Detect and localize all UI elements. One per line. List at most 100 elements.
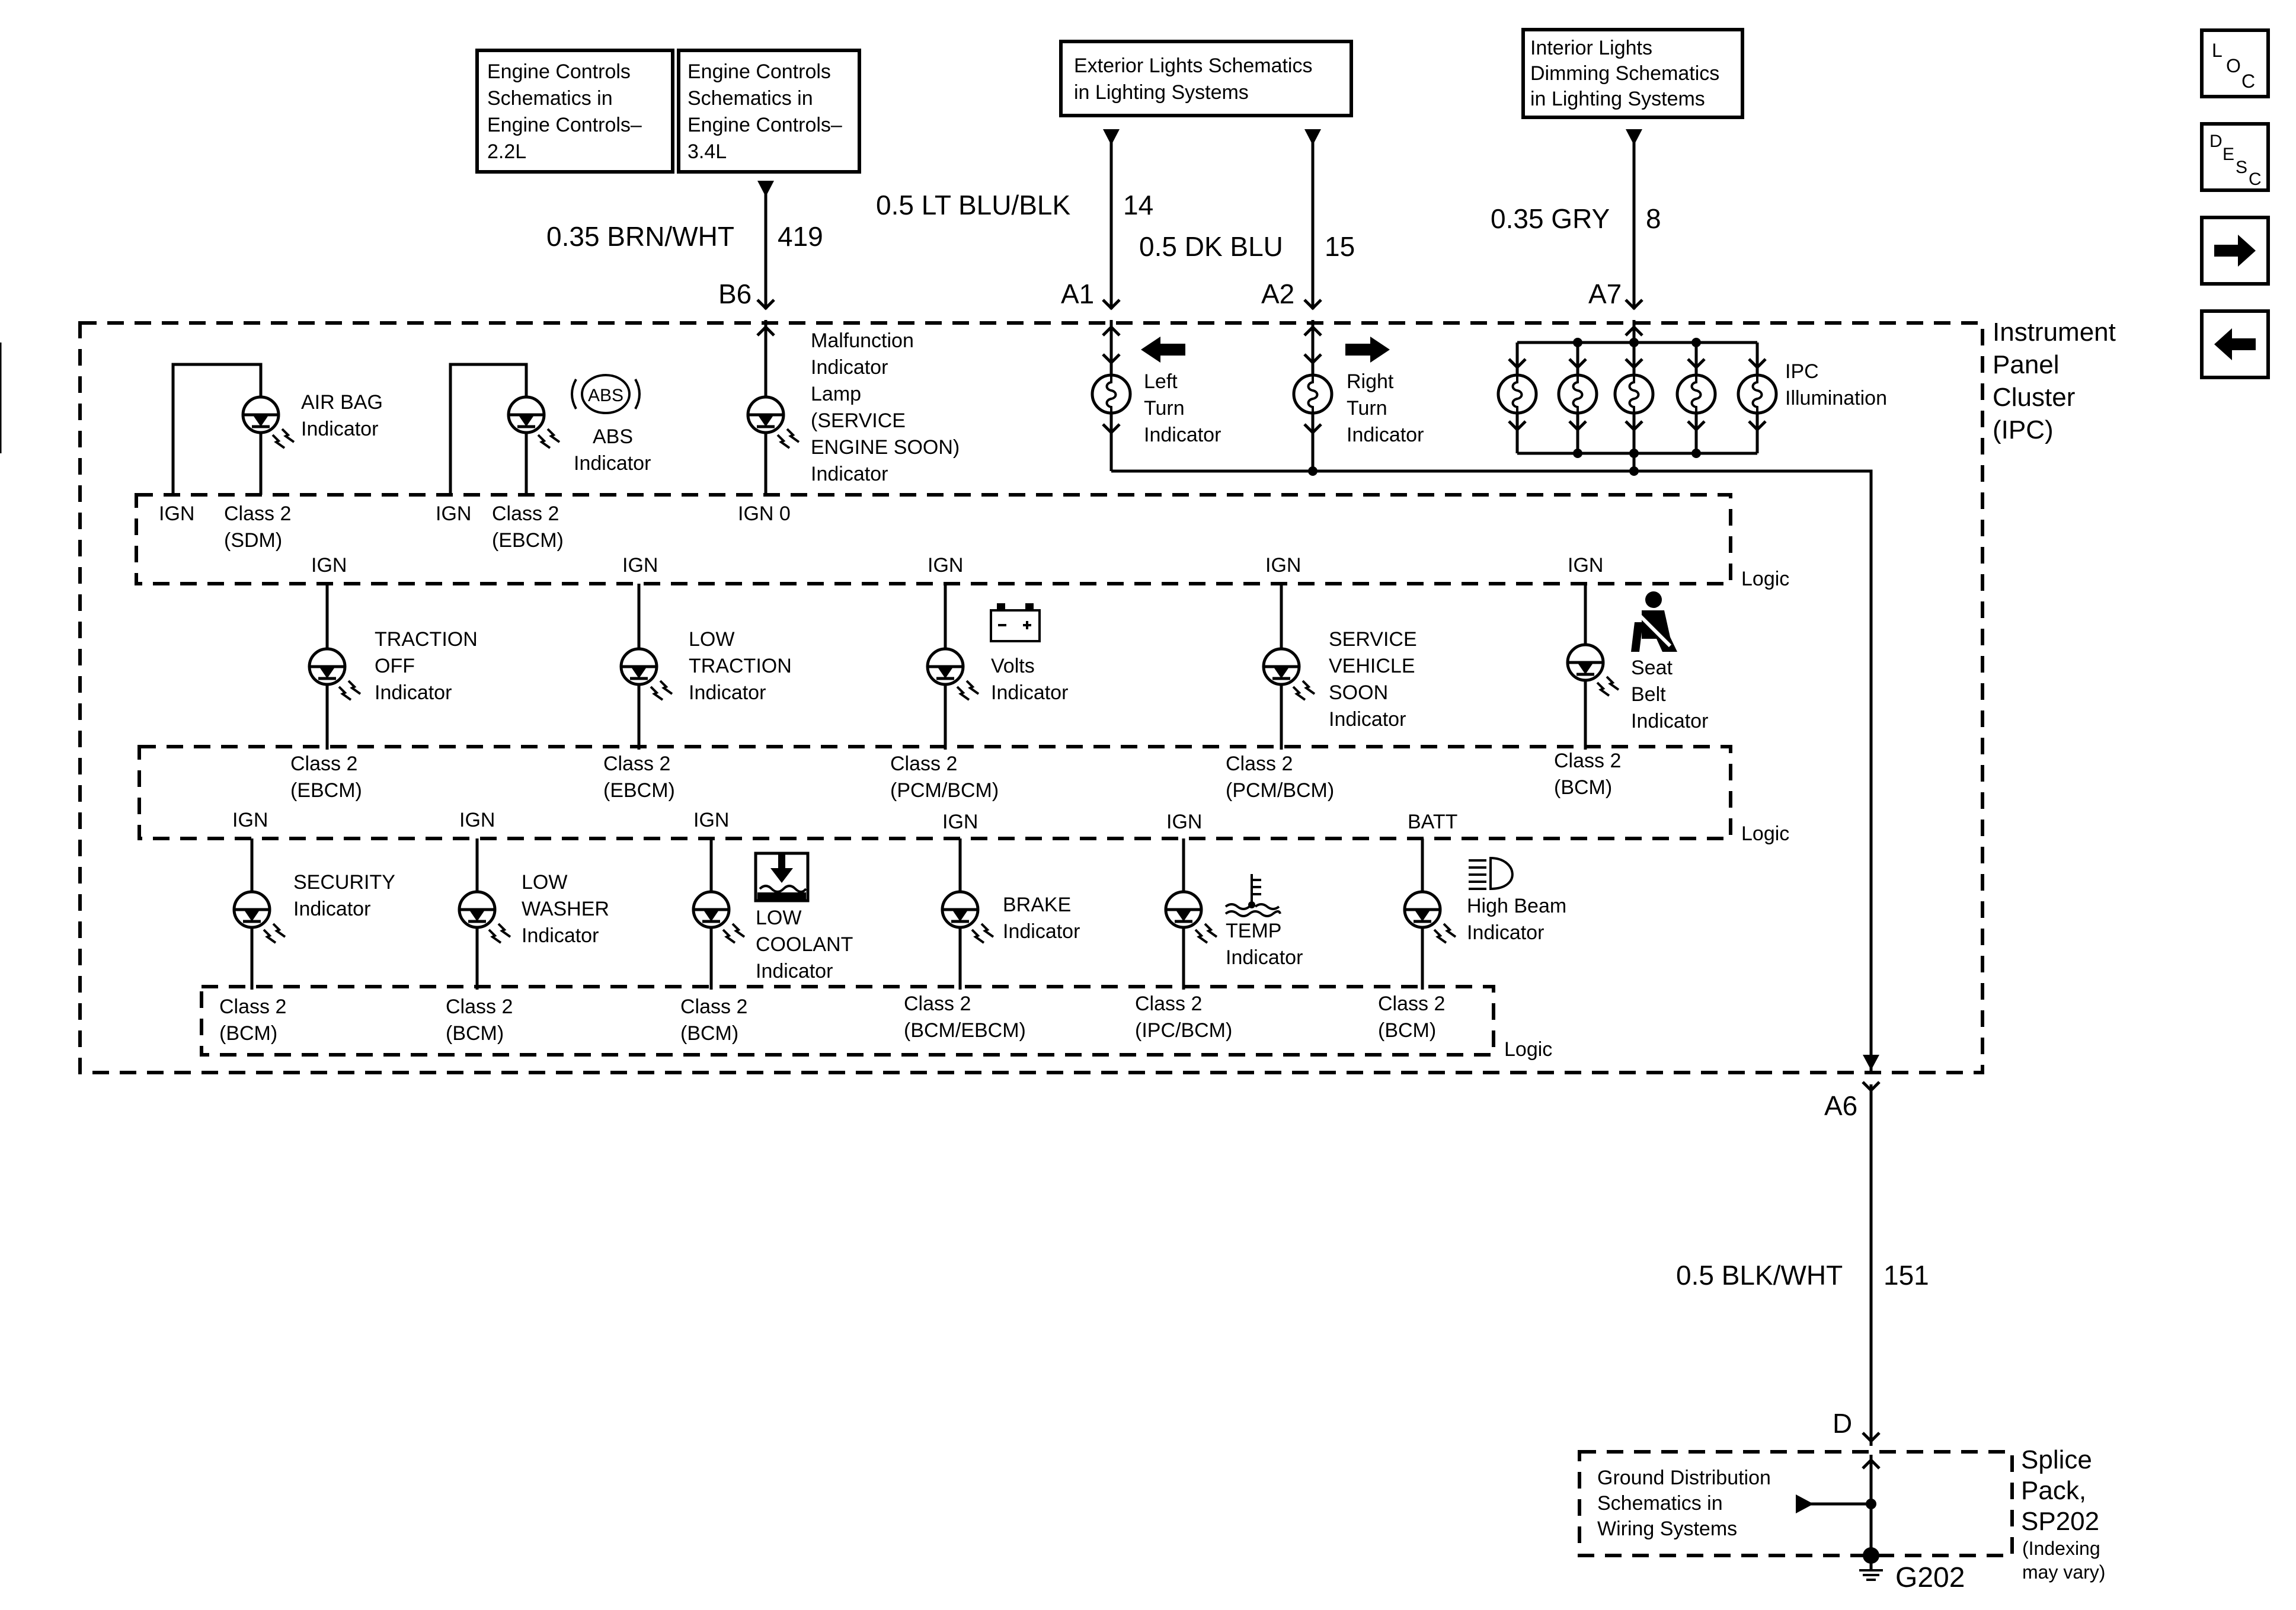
seat-belt-lamp: Seat Belt Indicator <box>1568 584 1708 750</box>
class2-label: Class 2 <box>603 753 670 775</box>
abs-label: Indicator <box>574 452 651 475</box>
mil-label: Lamp <box>811 383 861 405</box>
lamp-label: Indicator <box>1467 921 1544 944</box>
circuit-number: 419 <box>778 221 823 252</box>
circuit-number: 151 <box>1884 1260 1929 1291</box>
desc-text-e: E <box>2223 145 2234 164</box>
wire-15: 0.5 DK BLU 15 A2 <box>1139 129 1355 309</box>
loc-button[interactable]: L O C <box>2200 28 2270 98</box>
wire-8: 0.35 GRY 8 A7 <box>1491 129 1661 309</box>
ref-interior-lights[interactable]: Interior Lights Dimming Schematics in Li… <box>1521 28 1744 119</box>
ref-exterior-lights[interactable]: Exterior Lights Schematics in Lighting S… <box>1059 40 1353 117</box>
ref-text: Engine Controls <box>687 60 831 83</box>
next-button[interactable] <box>2200 216 2270 286</box>
ref-text: in Lighting Systems <box>1530 88 1705 110</box>
ref-text: Ground Distribution <box>1597 1467 1771 1489</box>
ref-engine-controls-2-2l[interactable]: Engine Controls Schematics in Engine Con… <box>475 49 674 174</box>
ref-text: 2.2L <box>487 140 526 163</box>
ground-label: G202 <box>1895 1562 1965 1593</box>
class2-label: Class 2 <box>219 996 286 1018</box>
ground-icon <box>1859 1569 1883 1581</box>
right-arrow-icon <box>1345 337 1390 363</box>
lamp-label: Indicator <box>1226 946 1303 969</box>
traction-off-lamp: TRACTION OFF Indicator <box>309 584 478 750</box>
desc-button[interactable]: D E S C <box>2200 122 2270 192</box>
desc-text-c: C <box>2249 169 2262 188</box>
ref-ground-distribution[interactable]: Ground Distribution Schematics in Wiring… <box>1597 1467 1771 1540</box>
pin-label: A6 <box>1824 1090 1857 1121</box>
splice-note: (Indexing <box>2022 1538 2100 1559</box>
ref-text: in Lighting Systems <box>1074 81 1249 104</box>
previous-button[interactable] <box>2200 309 2270 379</box>
lamp-label: VEHICLE <box>1329 655 1415 677</box>
row3-supply-labels: IGN IGN IGN IGN IGN BATT <box>232 809 1457 833</box>
ign-label: IGN <box>459 809 495 831</box>
lamp-label: Indicator <box>375 681 452 704</box>
right-turn-label: Turn <box>1347 397 1387 420</box>
volts-lamp: Volts Indicator <box>928 584 1068 750</box>
low-coolant-lamp: LOW COOLANT Indicator <box>693 838 853 990</box>
wire-color: 0.35 BRN/WHT <box>546 221 734 252</box>
lamp-label: Indicator <box>689 681 766 704</box>
abs-symbol-text: ABS <box>588 386 623 405</box>
class2-label: (BCM) <box>1554 776 1612 799</box>
ref-text: Schematics in <box>487 87 613 110</box>
class2-label: Class 2 <box>224 502 291 525</box>
right-turn-lamp: Right Turn Indicator <box>1294 320 1424 471</box>
right-turn-label: Indicator <box>1347 424 1424 446</box>
ipc-title-line: Panel <box>1993 350 2060 379</box>
splice-pack-boundary <box>1578 1450 2014 1557</box>
logic-3-labels: Class 2 (BCM) Class 2 (BCM) Class 2 (BCM… <box>219 993 1445 1045</box>
lamp-label: Volts <box>991 655 1035 677</box>
right-arrow-icon <box>2214 235 2256 267</box>
seat-belt-icon <box>1631 591 1677 652</box>
class2-label: (EBCM) <box>290 779 362 802</box>
abs-label: ABS <box>593 425 633 448</box>
low-washer-lamp: LOW WASHER Indicator <box>459 838 609 990</box>
logic-label: Logic <box>1504 1038 1552 1061</box>
temp-lamp: TEMP Indicator <box>1166 838 1303 990</box>
ipc-title: Instrument Panel Cluster (IPC) <box>1993 318 2116 444</box>
ign-label: IGN <box>436 502 471 525</box>
brake-lamp: BRAKE Indicator <box>942 838 1080 990</box>
mil-label: Malfunction <box>811 329 914 352</box>
ign-label: IGN <box>942 811 978 833</box>
wire-color: 0.35 GRY <box>1491 203 1610 234</box>
splice-title-line: SP202 <box>2021 1507 2099 1536</box>
lamp-label: COOLANT <box>756 933 853 956</box>
coolant-icon <box>754 852 810 902</box>
class2-label: (IPC/BCM) <box>1135 1019 1232 1042</box>
ref-text: Engine Controls– <box>687 114 842 136</box>
splice-note: may vary) <box>2022 1561 2105 1583</box>
mil-label: ENGINE SOON) <box>811 436 960 459</box>
security-lamp: SECURITY Indicator <box>234 838 395 990</box>
ipc-title-line: (IPC) <box>1993 415 2054 444</box>
ipc-boundary <box>78 321 1984 1074</box>
right-turn-label: Right <box>1347 370 1394 393</box>
ref-engine-controls-3-4l[interactable]: Engine Controls Schematics in Engine Con… <box>677 49 861 174</box>
lamp-label: Indicator <box>293 898 370 920</box>
class2-label: (BCM) <box>219 1022 277 1045</box>
ipc-title-line: Cluster <box>1993 383 2075 412</box>
lamp-label: Belt <box>1631 683 1666 706</box>
pin-label: A7 <box>1588 279 1622 309</box>
pin-label: A1 <box>1061 279 1094 309</box>
class2-label: Class 2 <box>492 502 559 525</box>
left-turn-label: Left <box>1144 370 1178 393</box>
class2-label: (EBCM) <box>603 779 675 802</box>
class2-label: Class 2 <box>446 996 513 1018</box>
lamp-label: TRACTION <box>375 628 478 651</box>
airbag-label: Indicator <box>301 418 378 440</box>
ign0-label: IGN 0 <box>738 502 791 525</box>
splice-pack <box>1796 1455 1881 1564</box>
ign-label: IGN <box>311 554 347 577</box>
class2-label: Class 2 <box>904 993 971 1015</box>
circuit-number: 14 <box>1123 190 1153 220</box>
class2-label: (BCM) <box>680 1022 738 1045</box>
illumination-label: Illumination <box>1785 387 1887 409</box>
wire-14: 0.5 LT BLU/BLK 14 A1 <box>876 129 1153 309</box>
ref-text: Interior Lights <box>1530 37 1652 59</box>
class2-label: Class 2 <box>1554 750 1621 772</box>
wire-color: 0.5 BLK/WHT <box>1676 1260 1843 1291</box>
ign-label: IGN <box>928 554 963 577</box>
